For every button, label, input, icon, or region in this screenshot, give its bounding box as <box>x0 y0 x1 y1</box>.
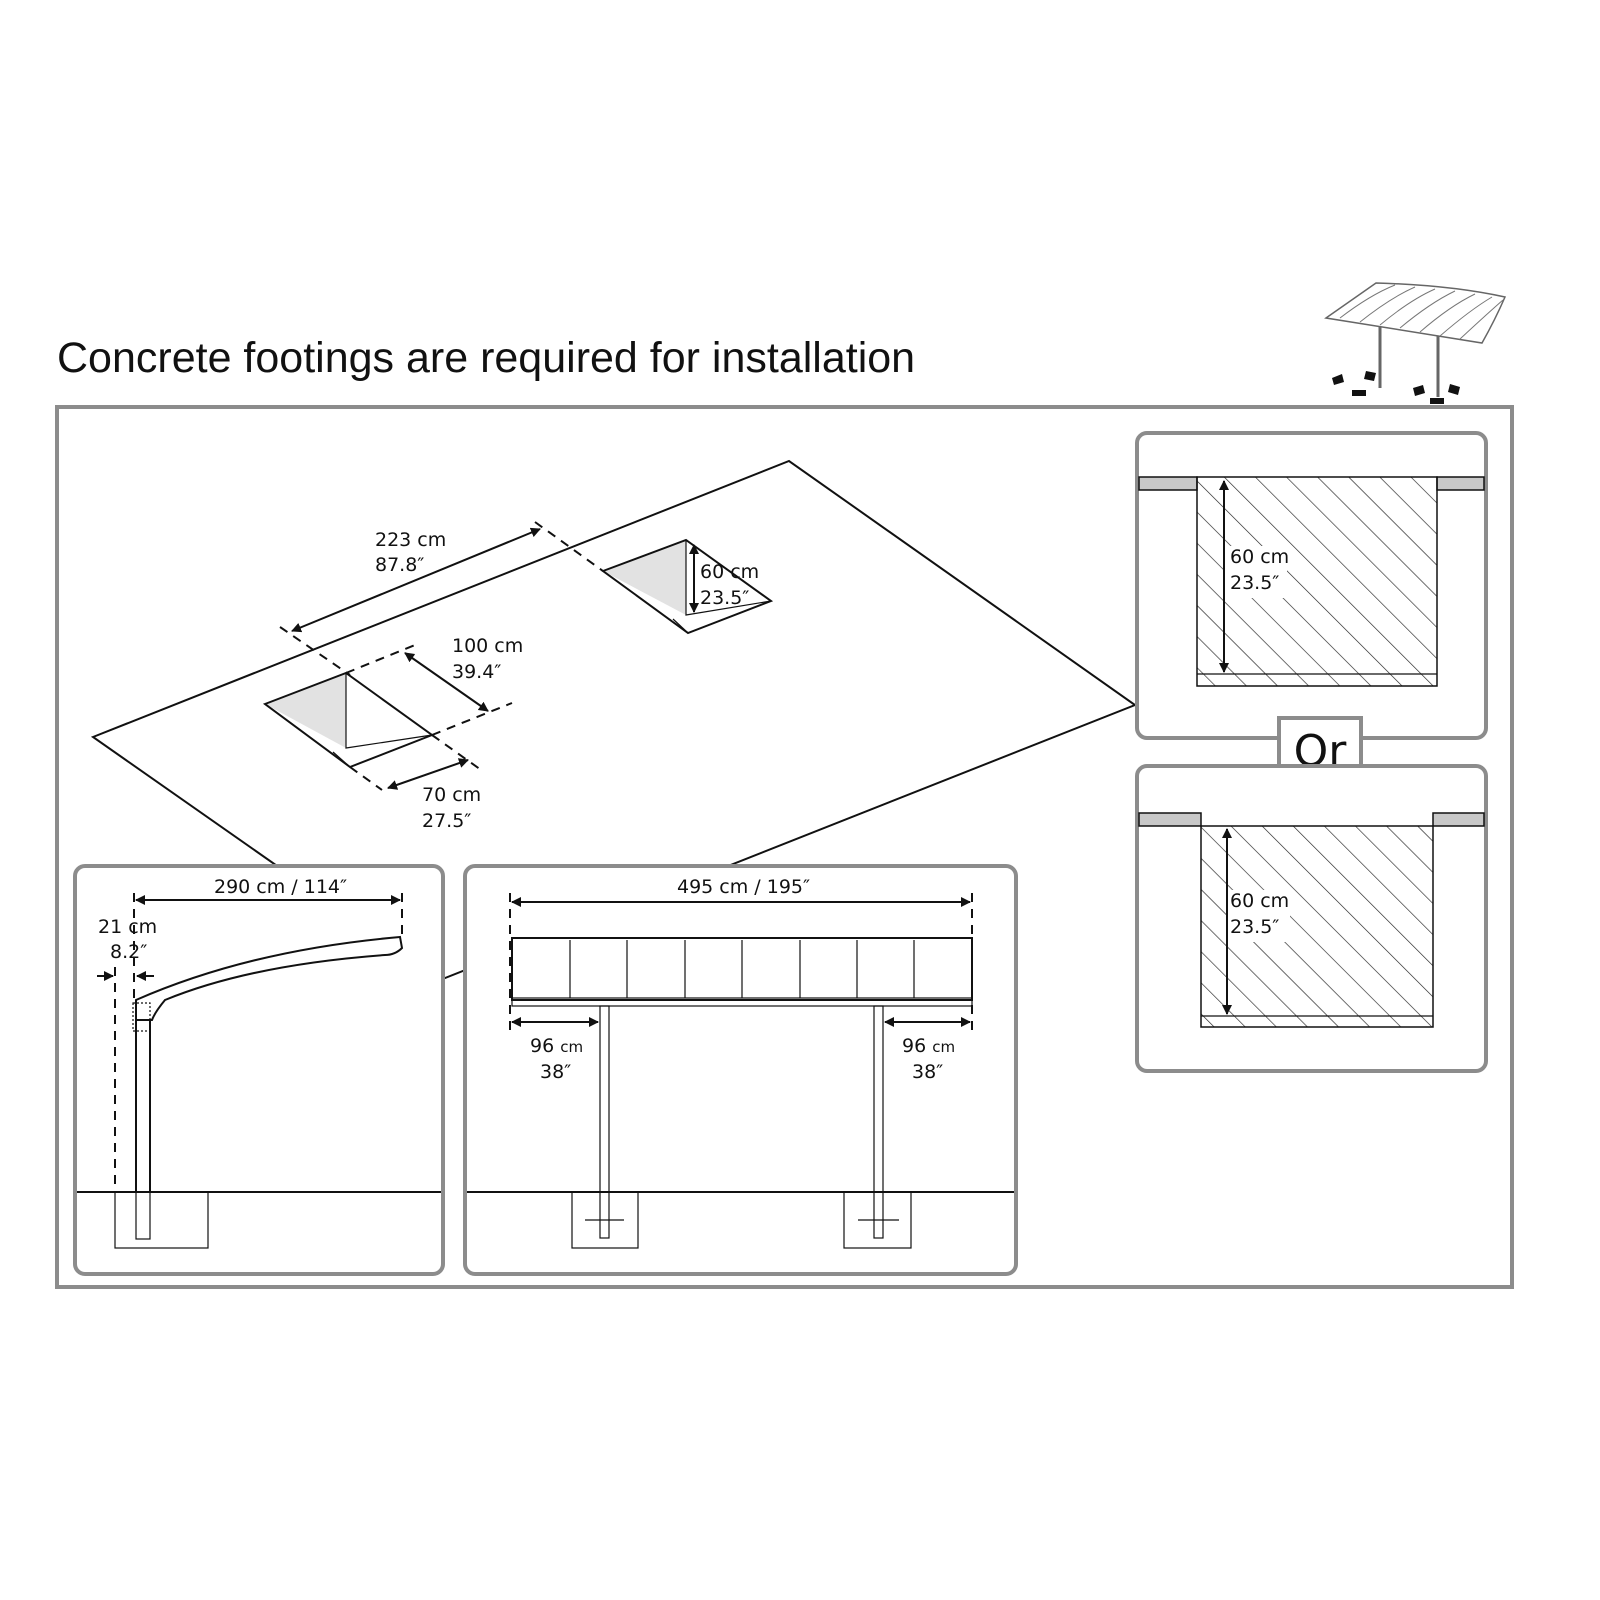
option1-depth-cm-label: 60 cm <box>1230 546 1289 568</box>
length-in-label: 27.5″ <box>422 810 471 832</box>
offset-in-label: 8.2″ <box>110 941 147 963</box>
side-span-label: 290 cm / 114″ <box>214 876 347 898</box>
left-overhang-cm-label: 96 cm <box>530 1035 583 1057</box>
length-cm-label: 70 cm <box>422 784 481 806</box>
side-view-panel: 290 cm / 114″ 21 cm 8.2″ <box>73 864 445 1276</box>
page-title: Concrete footings are required for insta… <box>57 334 915 382</box>
footing-option-2: 60 cm 23.5″ <box>1135 764 1488 1073</box>
width-cm-label: 100 cm <box>452 635 523 657</box>
option1-depth-in-label: 23.5″ <box>1230 572 1279 594</box>
right-overhang-cm-label: 96 cm <box>902 1035 955 1057</box>
offset-cm-label: 21 cm <box>98 916 157 938</box>
option2-depth-cm-label: 60 cm <box>1230 890 1289 912</box>
right-overhang-in-label: 38″ <box>912 1061 943 1083</box>
width-in-label: 39.4″ <box>452 661 501 683</box>
depth-cm-label: 60 cm <box>700 561 759 583</box>
spacing-cm-label: 223 cm <box>375 529 446 551</box>
footing-option-1: 60 cm 23.5″ <box>1135 431 1488 740</box>
front-view-panel: 495 cm / 195″ 96 cm 38″ 96 cm 38″ <box>463 864 1018 1276</box>
option2-depth-in-label: 23.5″ <box>1230 916 1279 938</box>
plan-dimensions: 223 cm 87.8″ 100 cm 39.4″ 70 cm 27.5″ 60… <box>279 521 759 832</box>
depth-in-label: 23.5″ <box>700 587 749 609</box>
left-overhang-in-label: 38″ <box>540 1061 571 1083</box>
carport-thumbnail-icon <box>1324 282 1507 404</box>
spacing-in-label: 87.8″ <box>375 554 424 576</box>
footing-hole-back <box>600 538 774 635</box>
front-span-label: 495 cm / 195″ <box>677 876 810 898</box>
